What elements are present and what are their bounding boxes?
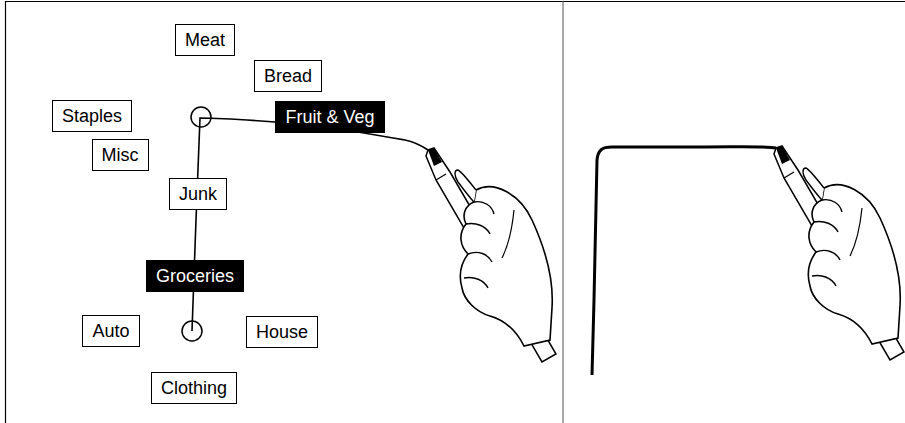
- menu-label: House: [256, 322, 308, 342]
- panel-divider: [563, 1, 564, 423]
- menu-label: Auto: [92, 321, 129, 341]
- selected-menu-item: Groceries: [146, 260, 244, 292]
- menu-item: Bread: [254, 60, 322, 92]
- hand-with-pen: [426, 148, 556, 362]
- menu-item: Clothing: [151, 372, 237, 404]
- menu-item: Junk: [169, 178, 227, 210]
- hand-with-pen: [774, 146, 904, 360]
- frame-line: [5, 1, 905, 2]
- selected-menu-item: Fruit & Veg: [275, 101, 384, 133]
- menu-label: Bread: [264, 66, 312, 86]
- mark-stroke: [592, 147, 776, 375]
- menu-label: Junk: [179, 184, 217, 204]
- menu-label: Groceries: [156, 266, 234, 286]
- menu-label: Meat: [185, 30, 225, 50]
- menu-item: Auto: [82, 315, 139, 347]
- menu-label: Staples: [62, 106, 122, 126]
- menu-label: Clothing: [161, 378, 227, 398]
- menu-item: House: [246, 316, 318, 348]
- menu-item: Misc: [92, 139, 149, 171]
- menu-item: Meat: [175, 24, 235, 56]
- menu-center: [191, 107, 211, 127]
- menu-label: Misc: [102, 145, 139, 165]
- pen-stroke: [192, 118, 428, 331]
- menu-label: Fruit & Veg: [285, 107, 374, 127]
- frame-line: [5, 1, 6, 423]
- menu-item: Staples: [52, 100, 132, 132]
